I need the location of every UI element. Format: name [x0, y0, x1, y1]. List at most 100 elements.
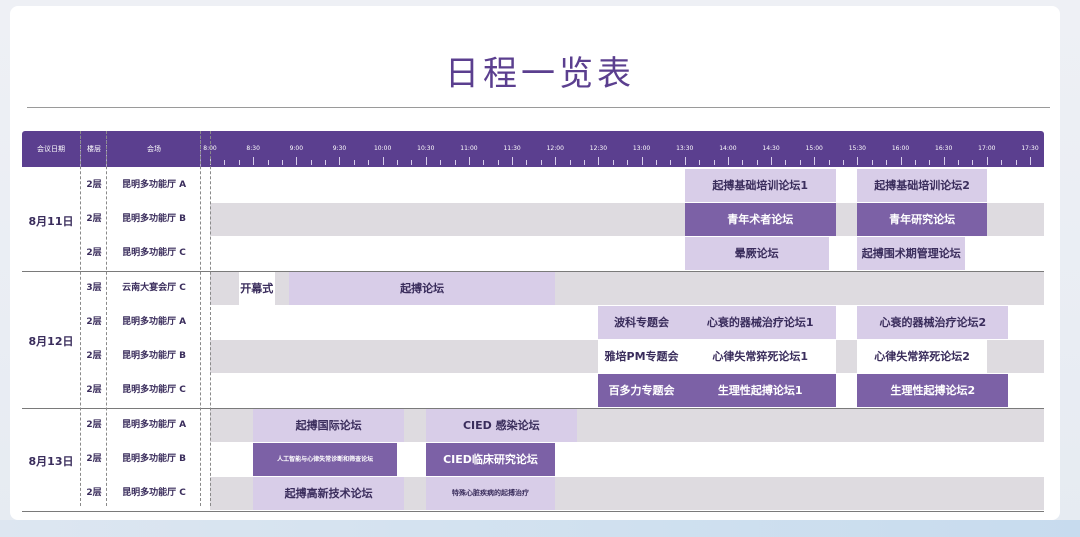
session-block[interactable]: CIED临床研究论坛	[425, 443, 556, 476]
time-label: 11:30	[503, 145, 521, 152]
time-tick	[468, 157, 470, 165]
row-hall: 昆明多功能厅 A	[121, 420, 187, 430]
session-block[interactable]: CIED 感染论坛	[425, 409, 577, 442]
day-date: 8月13日	[28, 455, 74, 468]
session-block[interactable]: 特殊心脏疾病的起搏治疗	[425, 477, 556, 510]
bottom-band	[0, 520, 1080, 537]
session-block[interactable]: 波科专题会	[598, 306, 685, 339]
day-divider	[22, 511, 1044, 512]
session-block[interactable]: 生理性起搏论坛2	[857, 374, 1009, 407]
row-floor: 2层	[86, 351, 102, 361]
time-tick	[440, 160, 442, 165]
time-tick	[958, 160, 960, 165]
time-tick	[281, 160, 283, 165]
session-block[interactable]: 晕厥论坛	[684, 237, 829, 270]
header-date: 会议日期	[37, 145, 65, 153]
time-label: 16:00	[891, 145, 910, 152]
row-floor: 2层	[86, 214, 102, 224]
session-block[interactable]: 起搏基础培训论坛1	[684, 169, 836, 202]
session-block[interactable]: 起搏论坛	[289, 272, 556, 305]
session-block[interactable]: 起搏基础培训论坛2	[857, 169, 987, 202]
time-tick	[828, 160, 830, 165]
time-label: 8:30	[246, 145, 260, 152]
day-divider	[22, 408, 1044, 409]
session-block[interactable]: 心衰的器械治疗论坛1	[684, 306, 836, 339]
time-tick	[886, 160, 888, 165]
time-tick	[584, 160, 586, 165]
time-tick	[483, 160, 485, 165]
session-block[interactable]: 生理性起搏论坛1	[684, 374, 836, 407]
session-block[interactable]: 起搏国际论坛	[253, 409, 405, 442]
header-hall: 会场	[147, 145, 161, 153]
time-tick	[986, 157, 988, 165]
session-block[interactable]: 起搏围术期管理论坛	[857, 237, 966, 270]
row-floor: 2层	[86, 488, 102, 498]
time-tick	[727, 157, 729, 165]
column-separator	[80, 131, 81, 506]
row-hall: 昆明多功能厅 C	[122, 385, 186, 395]
time-label: 13:30	[676, 145, 694, 152]
row-floor: 2层	[86, 180, 102, 190]
session-block[interactable]: 心衰的器械治疗论坛2	[857, 306, 1009, 339]
time-label: 9:00	[289, 145, 304, 152]
column-separator	[200, 131, 201, 506]
day-divider	[22, 271, 1044, 272]
time-tick	[842, 160, 844, 165]
time-tick	[914, 160, 916, 165]
session-block[interactable]: 青年术者论坛	[684, 203, 836, 236]
time-tick	[641, 157, 643, 165]
time-tick	[627, 160, 629, 165]
page-title: 日程一览表	[445, 54, 635, 94]
time-tick	[325, 160, 327, 165]
time-label: 17:30	[1021, 145, 1039, 152]
row-floor: 2层	[86, 317, 102, 327]
time-tick	[771, 157, 773, 165]
time-tick	[253, 157, 255, 165]
time-tick	[612, 160, 614, 165]
time-tick	[368, 160, 370, 165]
row-hall: 昆明多功能厅 C	[122, 488, 186, 498]
session-block[interactable]: 青年研究论坛	[857, 203, 987, 236]
time-tick	[555, 157, 557, 165]
time-label: 12:00	[546, 145, 564, 152]
column-separator	[106, 131, 107, 506]
row-hall: 昆明多功能厅 B	[122, 454, 186, 464]
time-tick	[569, 160, 571, 165]
time-tick	[526, 160, 528, 165]
column-separator	[210, 131, 211, 506]
time-tick	[799, 160, 801, 165]
session-block[interactable]: 百多力专题会	[598, 374, 685, 407]
session-block[interactable]: 人工智能与心律失常诊断和筛查论坛	[253, 443, 398, 476]
time-tick	[540, 160, 542, 165]
row-hall: 昆明多功能厅 A	[121, 317, 187, 327]
session-block[interactable]: 心律失常猝死论坛1	[684, 340, 836, 373]
row-floor: 2层	[86, 420, 102, 430]
time-tick	[785, 160, 787, 165]
session-block[interactable]: 心律失常猝死论坛2	[857, 340, 987, 373]
row-floor: 2层	[86, 248, 102, 258]
time-label: 14:00	[719, 145, 737, 152]
time-tick	[382, 157, 384, 165]
row-hall: 昆明多功能厅 C	[122, 248, 186, 258]
time-tick	[670, 160, 672, 165]
time-label: 10:30	[417, 145, 435, 152]
time-tick	[512, 157, 514, 165]
time-tick	[713, 160, 715, 165]
time-tick	[871, 160, 873, 165]
time-label: 10:00	[373, 145, 392, 152]
header-floor: 楼层	[87, 145, 101, 153]
time-label: 15:00	[805, 145, 823, 152]
time-tick	[411, 160, 413, 165]
time-tick	[339, 157, 341, 165]
session-block[interactable]: 开幕式	[238, 272, 275, 305]
time-label: 17:00	[978, 145, 996, 152]
session-block[interactable]: 雅培PM专题会	[598, 340, 685, 373]
time-tick	[742, 160, 744, 165]
time-tick	[814, 157, 816, 165]
row-hall: 昆明多功能厅 A	[121, 180, 187, 190]
session-block[interactable]: 起搏高新技术论坛	[253, 477, 405, 510]
time-label: 9:30	[332, 145, 347, 152]
title-divider	[27, 107, 1050, 108]
time-tick	[857, 157, 859, 165]
row-hall: 昆明多功能厅 B	[122, 351, 186, 361]
